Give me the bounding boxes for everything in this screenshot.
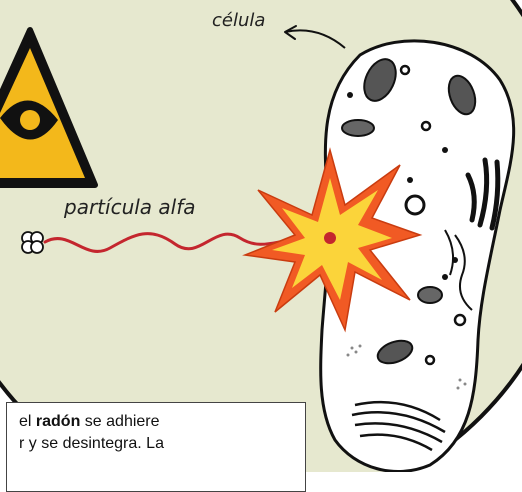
mitochondrion [342,120,374,136]
cell-label: célula [212,10,265,31]
atom-nucleus-icon [22,232,43,253]
caption-line-2: r y se desintegra. La [19,433,297,455]
radon-term: radón [36,413,80,430]
caption-box: el radón se adhiere r y se desintegra. L… [6,402,306,492]
caption-line-1: el radón se adhiere [19,411,297,433]
alpha-particle-label: partícula alfa [63,195,196,219]
mitochondrion [418,287,442,303]
